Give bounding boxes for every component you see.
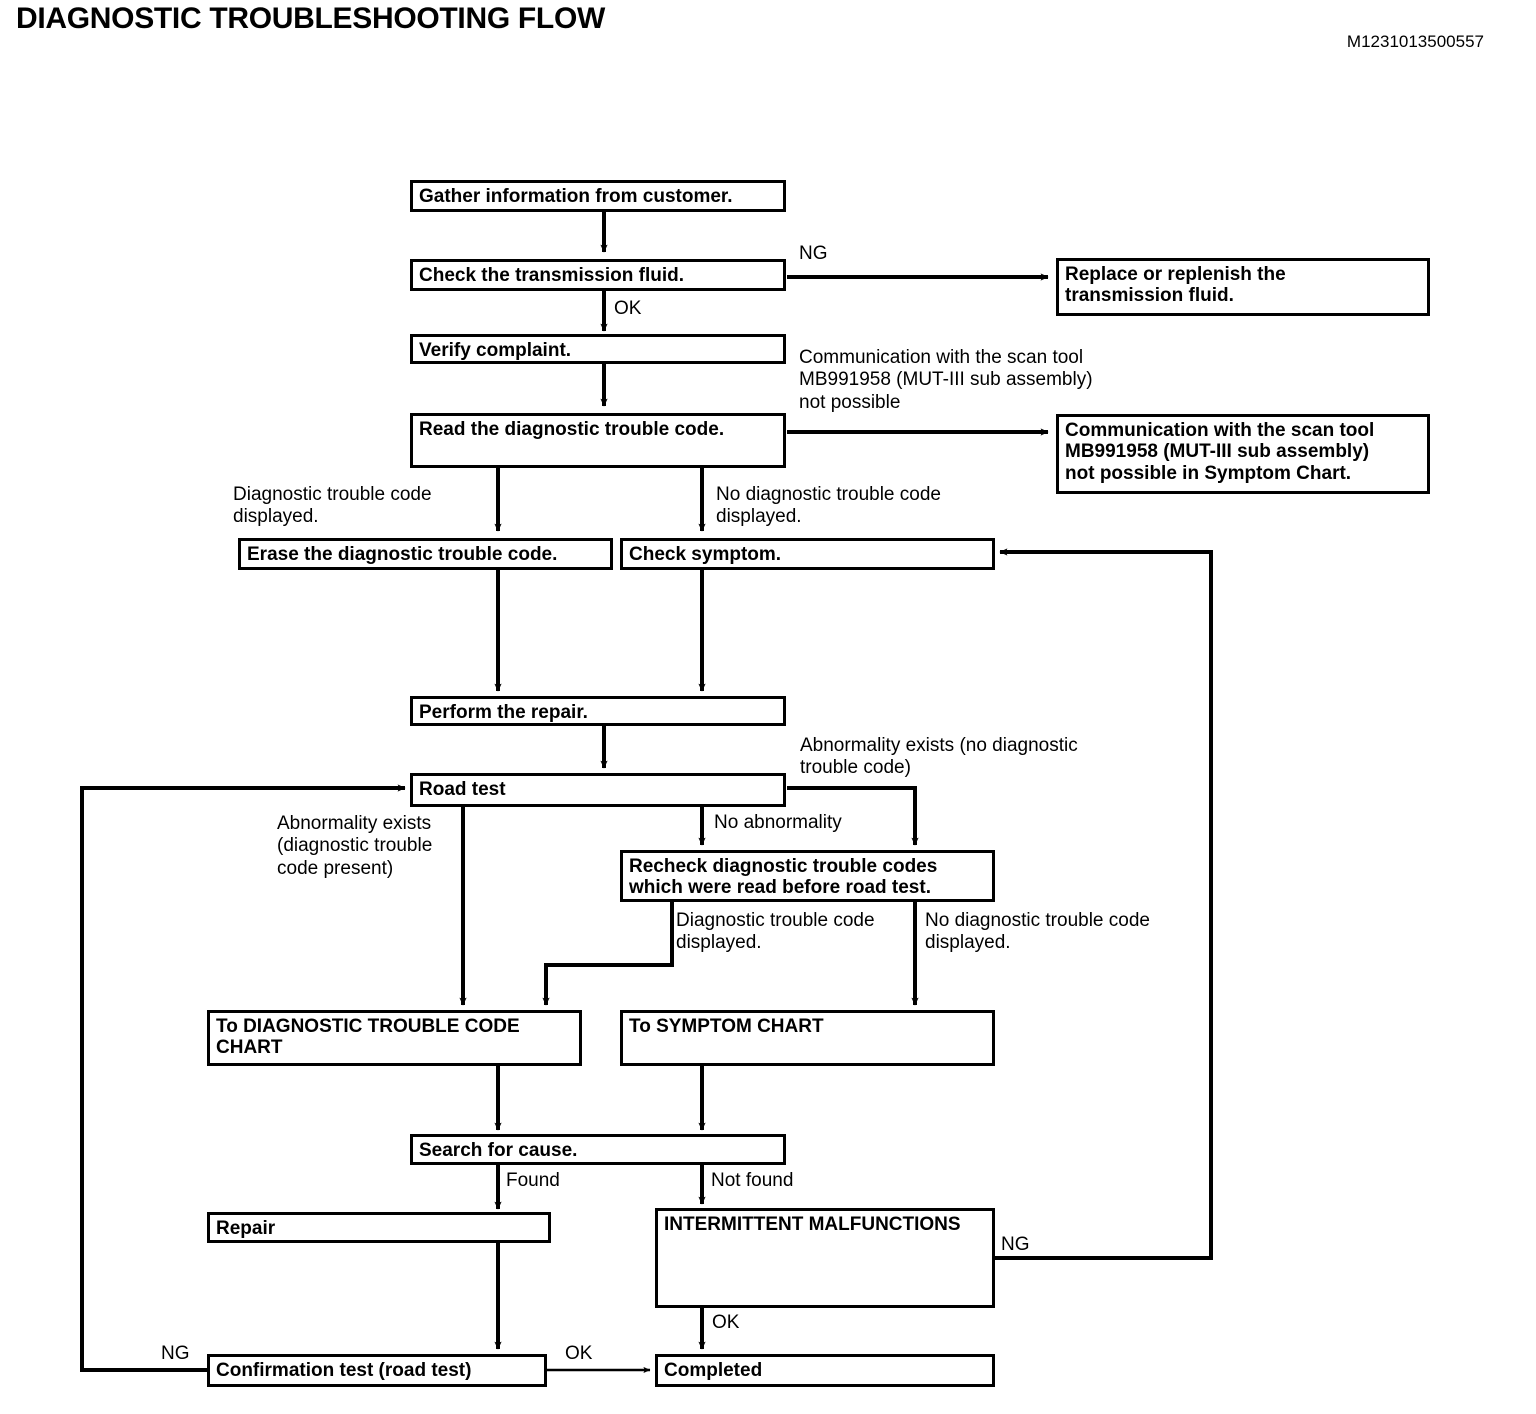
node-to-diagnostic-trouble-code-chart[interactable]: To DIAGNOSTIC TROUBLE CODE CHART [207,1010,582,1066]
node-perform-the-repair[interactable]: Perform the repair. [410,696,786,726]
node-erase-diagnostic-trouble-code[interactable]: Erase the diagnostic trouble code. [238,538,613,570]
node-search-for-cause[interactable]: Search for cause. [410,1134,786,1165]
document-reference-number: M1231013500557 [1346,32,1484,51]
node-communication-not-possible-symptom-chart[interactable]: Communication with the scan tool MB99195… [1056,414,1430,494]
node-completed[interactable]: Completed [655,1354,995,1387]
node-check-transmission-fluid[interactable]: Check the transmission fluid. [410,259,786,291]
node-intermittent-malfunctions[interactable]: INTERMITTENT MALFUNCTIONS [655,1208,995,1308]
edge-label-abnormality-dtc-present: Abnormality exists (diagnostic trouble c… [277,813,433,879]
edge-label-ok-fluid: OK [614,298,642,319]
node-recheck-diagnostic-trouble-codes[interactable]: Recheck diagnostic trouble codes which w… [620,850,995,902]
edge-label-dtc-displayed-recheck: Diagnostic trouble code displayed. [676,910,875,954]
edge-label-ok-intermittent: OK [712,1312,740,1333]
node-verify-complaint[interactable]: Verify complaint. [410,334,786,364]
node-to-symptom-chart[interactable]: To SYMPTOM CHART [620,1010,995,1066]
edge-label-communication-not-possible: Communication with the scan tool MB99195… [799,347,1093,413]
page-title: DIAGNOSTIC TROUBLESHOOTING FLOW [16,2,606,35]
node-repair[interactable]: Repair [207,1212,551,1243]
edge-label-ng-confirmation: NG [161,1343,190,1364]
edge-label-found: Found [506,1170,560,1191]
edge-label-abnormality-no-dtc: Abnormality exists (no diagnostic troubl… [800,735,1078,779]
edge-label-ng-fluid: NG [799,243,828,264]
node-replace-replenish-fluid[interactable]: Replace or replenish the transmission fl… [1056,258,1430,316]
edge-label-no-dtc-displayed-read: No diagnostic trouble code displayed. [716,484,941,528]
node-confirmation-test[interactable]: Confirmation test (road test) [207,1354,547,1387]
edge-label-no-dtc-displayed-recheck: No diagnostic trouble code displayed. [925,910,1150,954]
edge-label-ng-intermittent: NG [1001,1234,1030,1255]
node-road-test[interactable]: Road test [410,773,786,807]
node-read-diagnostic-trouble-code[interactable]: Read the diagnostic trouble code. [410,413,786,468]
edge-label-dtc-displayed-read: Diagnostic trouble code displayed. [233,484,432,528]
node-check-symptom[interactable]: Check symptom. [620,538,995,570]
edge-label-ok-confirmation: OK [565,1343,593,1364]
edge-label-no-abnormality: No abnormality [714,812,842,833]
edge-label-not-found: Not found [711,1170,794,1191]
node-gather-information[interactable]: Gather information from customer. [410,180,786,212]
